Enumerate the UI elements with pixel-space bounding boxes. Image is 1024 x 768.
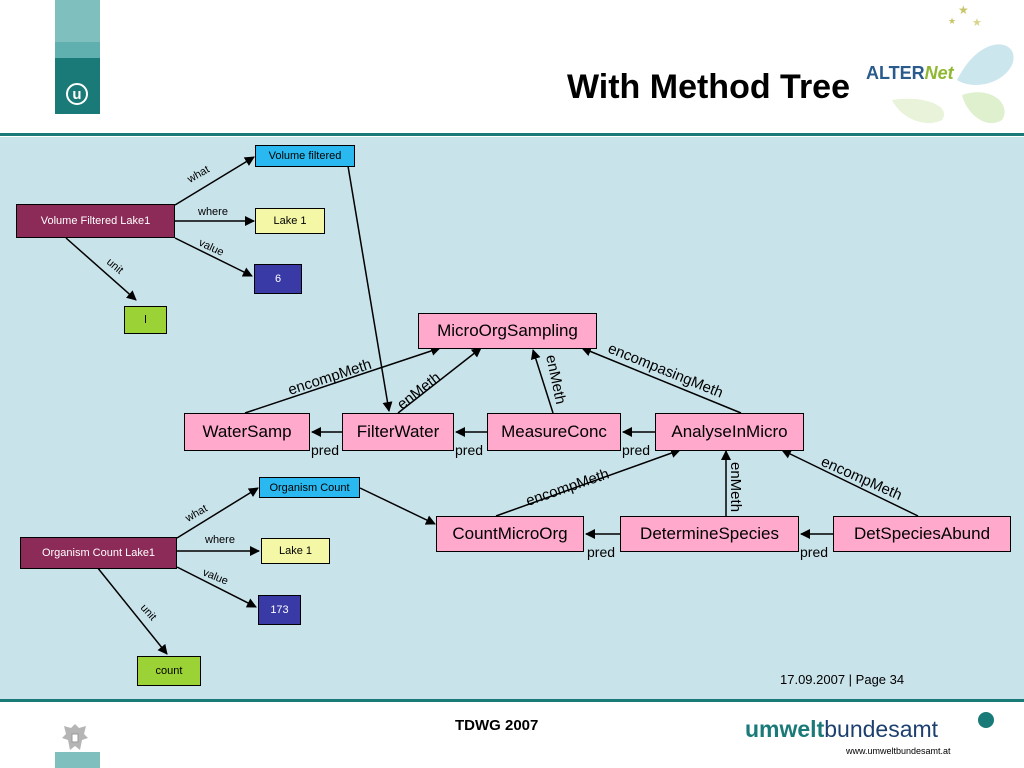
edge-value-2	[176, 566, 257, 608]
node-lake1-a: Lake 1	[255, 208, 325, 234]
label-encompmeth-3: encompMeth	[818, 453, 904, 504]
label-where-1: where	[197, 206, 228, 218]
edge-unit-2	[96, 566, 168, 655]
edge-what-2	[176, 487, 259, 539]
label-where-2: where	[204, 534, 235, 546]
label-what-1: what	[185, 164, 212, 187]
edge-encompmeth-3	[781, 449, 919, 517]
node-analyseinmicro: AnalyseInMicro	[655, 413, 804, 451]
alternet-logo-text: ALTERNet	[866, 63, 954, 83]
node-microorgsampling: MicroOrgSampling	[418, 313, 597, 349]
edge-encompmeth-2	[495, 448, 681, 517]
edge-unit-1	[65, 237, 137, 301]
umweltbundesamt-logo-icon: u	[66, 83, 88, 105]
label-encompmeth-1: encompMeth	[286, 356, 374, 399]
label-encompmeth-2: encompMeth	[524, 465, 612, 509]
edge-enmeth-1	[397, 347, 482, 414]
label-encompasingmeth: encompasingMeth	[606, 340, 726, 402]
node-determinespecies: DetermineSpecies	[620, 516, 799, 552]
slide-header: u With Method Tree ★ ★ ★ ALTERNet	[0, 0, 1024, 135]
header-teal-stripe-light	[55, 0, 100, 42]
umweltbundesamt-logo-dot-icon	[978, 712, 994, 728]
label-enmeth-3: enMeth	[727, 462, 744, 512]
node-detspeciesabund: DetSpeciesAbund	[833, 516, 1011, 552]
footer-divider	[0, 699, 1024, 702]
footer-event-name: TDWG 2007	[455, 717, 539, 734]
node-value-173: 173	[258, 595, 301, 625]
node-organism-count: Organism Count	[259, 477, 360, 498]
header-teal-stripe-mid	[55, 42, 100, 58]
node-volume-filtered: Volume filtered	[255, 145, 355, 167]
edge-encompmeth-1	[244, 346, 441, 414]
label-pred-4: pred	[587, 544, 615, 560]
node-countmicroorg: CountMicroOrg	[436, 516, 584, 552]
edge-orgcount-countmicro	[359, 487, 436, 525]
edge-what-1	[174, 156, 255, 206]
label-pred-1: pred	[311, 442, 339, 458]
page-title: With Method Tree	[566, 68, 850, 106]
edge-encompasingmeth	[581, 346, 742, 414]
alternet-logo: ★ ★ ★ ALTERNet	[862, 0, 1024, 130]
edge-volfiltered-filterwater	[347, 165, 393, 412]
node-watersamp: WaterSamp	[184, 413, 310, 451]
edge-enmeth-2	[530, 349, 554, 414]
node-value-6: 6	[254, 264, 302, 294]
footer-teal-stripe	[55, 752, 100, 768]
label-what-2: what	[183, 503, 210, 526]
node-volume-filtered-lake1: Volume Filtered Lake1	[16, 204, 175, 238]
label-enmeth-1: enMeth	[394, 369, 444, 413]
node-measureconc: MeasureConc	[487, 413, 621, 451]
austrian-eagle-icon	[62, 722, 88, 757]
node-unit-count: count	[137, 656, 201, 686]
svg-text:★: ★	[972, 17, 982, 29]
label-pred-3: pred	[622, 442, 650, 458]
node-unit-l: l	[124, 306, 167, 334]
node-organism-count-lake1: Organism Count Lake1	[20, 537, 177, 569]
label-pred-5: pred	[800, 544, 828, 560]
node-lake1-b: Lake 1	[261, 538, 330, 564]
umweltbundesamt-wordmark: umweltbundesamt	[745, 716, 939, 742]
alternet-butterfly-icon: ★ ★ ★	[892, 3, 1014, 124]
label-pred-2: pred	[455, 442, 483, 458]
svg-text:★: ★	[948, 16, 956, 26]
svg-text:★: ★	[958, 3, 969, 17]
header-divider	[0, 133, 1024, 136]
label-unit-2: unit	[138, 602, 159, 623]
node-filterwater: FilterWater	[342, 413, 454, 451]
footer-url: www.umweltbundesamt.at	[846, 746, 951, 756]
label-value-2: value	[201, 567, 230, 588]
edge-value-1	[174, 237, 253, 277]
label-enmeth-2: enMeth	[542, 353, 569, 405]
date-page-number: 17.09.2007 | Page 34	[780, 672, 905, 687]
